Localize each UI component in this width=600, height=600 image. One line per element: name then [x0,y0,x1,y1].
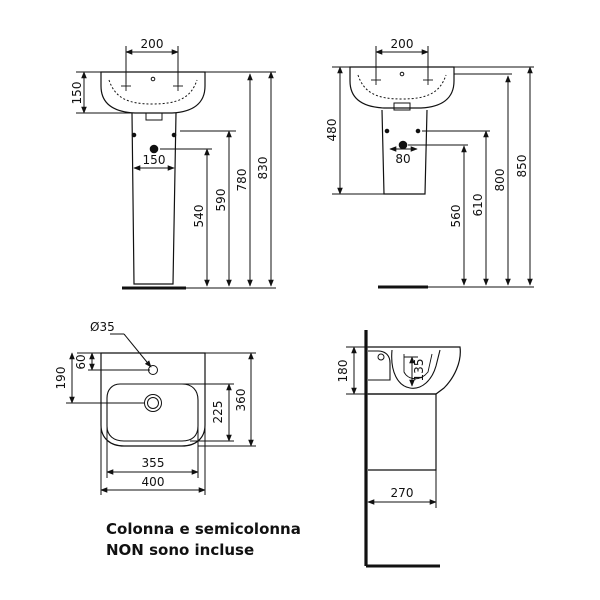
dim-135: 135 [412,359,426,382]
dim-270: 270 [391,486,414,500]
dim-560: 560 [449,205,463,228]
dim-360: 360 [234,389,248,412]
bowl-outline [106,383,199,442]
waste-outlet [145,112,163,121]
basin-top-outline [100,352,206,447]
dim-200-semi: 200 [391,37,414,51]
dim-800: 800 [493,169,507,192]
front-full-dimension-labels: 200 150 150 540 590 780 830 [70,37,270,227]
top-view [66,333,256,495]
bowl-side [391,349,441,389]
dim-80: 80 [395,152,410,166]
note-line-1: Colonna e semicolonna [106,520,301,538]
pedestal [131,112,177,285]
dim-225: 225 [211,401,225,424]
semi-pedestal-side [368,393,437,471]
side-view [346,330,461,568]
top-view-dimension-labels: Ø35 60 190 225 360 355 400 [54,320,248,489]
dim-830: 830 [256,157,270,180]
dim-610: 610 [471,194,485,217]
dim-150-pedestal: 150 [143,153,166,167]
semi-pedestal [381,109,428,195]
dim-150: 150 [70,82,84,105]
dim-190: 190 [54,367,68,390]
dim-180: 180 [336,360,350,383]
front-view-semi-pedestal [332,46,534,289]
overflow-hole [150,76,156,82]
side-view-dimension-labels: 180 135 270 [336,359,426,500]
dim-355: 355 [142,456,165,470]
basin-outline [100,71,206,114]
front-view-full-pedestal [76,46,276,290]
dim-850: 850 [515,155,529,178]
basin-outline-semi [349,66,455,109]
dim-480: 480 [325,119,339,142]
note-line-2: NON sono incluse [106,541,255,559]
dim-400: 400 [142,475,165,489]
dim-200: 200 [141,37,164,51]
fixing-point [149,144,159,154]
dim-780: 780 [235,169,249,192]
dim-590: 590 [214,189,228,212]
basin-inner [108,79,198,105]
dim-60: 60 [74,354,88,369]
front-semi-dimension-labels: 200 480 80 560 610 800 850 [325,37,529,227]
dim-540: 540 [192,205,206,228]
drain-inner [147,397,159,409]
basin-side-outline [368,346,461,395]
dim-diameter-35: Ø35 [90,320,115,334]
